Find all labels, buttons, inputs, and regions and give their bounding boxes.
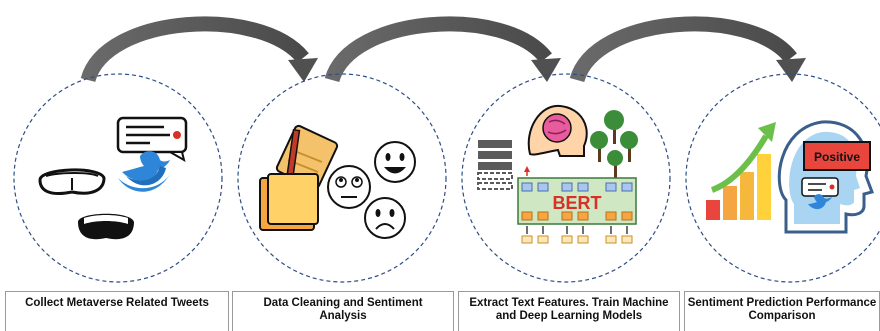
flow-arrow-1 — [80, 16, 318, 83]
brain-head-icon — [527, 104, 588, 157]
bar-chart-icon — [706, 154, 771, 220]
flow-arrow-3 — [569, 16, 806, 83]
step-label-features: Extract Text Features. Train Machine and… — [458, 291, 680, 331]
confused-face-icon — [327, 165, 371, 209]
bert-label: BERT — [553, 193, 602, 213]
step-label-comparison: Sentiment Prediction Performance Compari… — [684, 291, 880, 331]
step-label-collect: Collect Metaverse Related Tweets — [5, 291, 229, 331]
tweet-bubble-icon — [116, 116, 188, 163]
happy-face-icon — [374, 141, 416, 183]
step-label-cleaning: Data Cleaning and Sentiment Analysis — [232, 291, 454, 331]
flow-arrow-2 — [324, 16, 561, 83]
step-circle-1 — [13, 73, 223, 283]
growth-arrow-icon — [710, 122, 776, 193]
twitter-bird-icon — [118, 151, 170, 192]
step-circle-4 — [685, 73, 880, 283]
positive-label: Positive — [814, 150, 860, 164]
vr-headset-icon — [78, 213, 134, 240]
step-circle-2 — [237, 73, 447, 283]
sticky-note-icon — [259, 173, 319, 231]
head-profile-icon — [777, 120, 874, 234]
bert-network-icon: BERT — [517, 166, 637, 244]
vr-glasses-icon — [38, 168, 106, 195]
trees-icon — [590, 110, 638, 178]
step-circle-3 — [461, 73, 671, 283]
sad-face-icon — [364, 197, 406, 239]
notepad-pencil-icon — [275, 124, 339, 190]
positive-label-box: Positive — [803, 141, 871, 171]
database-rows-icon — [477, 140, 513, 190]
